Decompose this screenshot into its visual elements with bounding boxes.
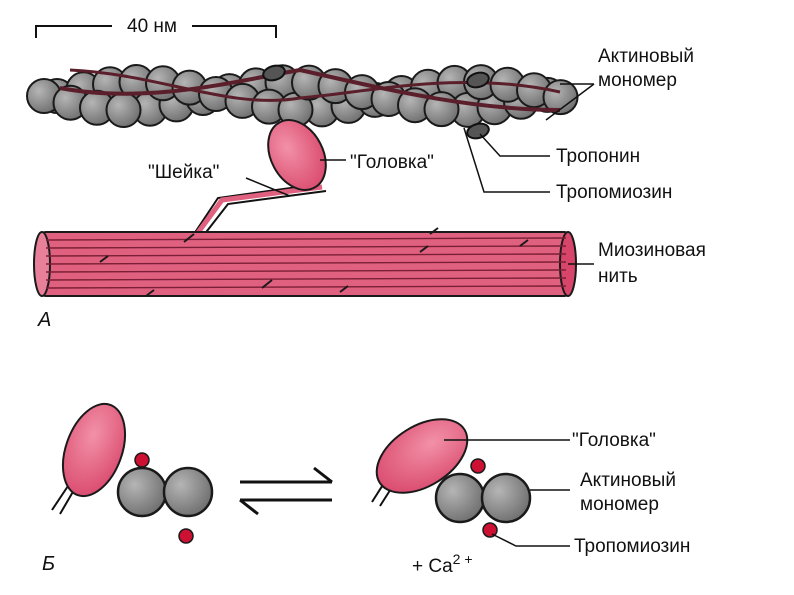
myosin-filament — [34, 228, 576, 296]
panel-a-letter: А — [37, 309, 51, 331]
label-myosin-line2: нить — [598, 266, 638, 287]
actin-monomer-left-bound — [436, 474, 484, 522]
label-tropomyosin-b: Тропомиозин — [574, 536, 690, 557]
label-tropomyosin: Тропомиозин — [556, 182, 672, 203]
calcium-label: + Ca2 + — [412, 551, 473, 577]
label-troponin: Тропонин — [556, 146, 640, 167]
scale-label: 40 нм — [127, 16, 177, 37]
actin-monomer — [107, 93, 141, 127]
actin-monomer-right-bound — [482, 474, 530, 522]
state-relaxed — [51, 395, 212, 543]
state-bound — [364, 404, 530, 537]
tropomyosin-dot-bottom — [179, 529, 193, 543]
tropomyosin-dot-top-bound — [471, 459, 485, 473]
label-neck: "Шейка" — [148, 162, 219, 183]
actin-monomer-left — [118, 468, 166, 516]
label-actin-monomer-line2: мономер — [598, 70, 677, 91]
label-actin-monomer-line1: Актиновый — [598, 46, 694, 67]
label-head: "Головка" — [350, 152, 434, 173]
panel-b-letter: Б — [42, 553, 55, 575]
actin-monomer-right — [164, 468, 212, 516]
tropomyosin-dot-top — [135, 453, 149, 467]
label-myosin-line1: Миозиновая — [598, 240, 706, 261]
label-actin-monomer-b-line2: мономер — [580, 494, 659, 515]
scale-bar: 40 нм — [36, 14, 276, 38]
panel-a: 40 нм — [27, 14, 706, 331]
panel-b: "Головка" Актиновый мономер Тропомиозин … — [42, 395, 690, 577]
label-head-b: "Головка" — [572, 430, 656, 451]
equilibrium-arrows — [240, 468, 332, 514]
label-actin-monomer-b-line1: Актиновый — [580, 470, 676, 491]
